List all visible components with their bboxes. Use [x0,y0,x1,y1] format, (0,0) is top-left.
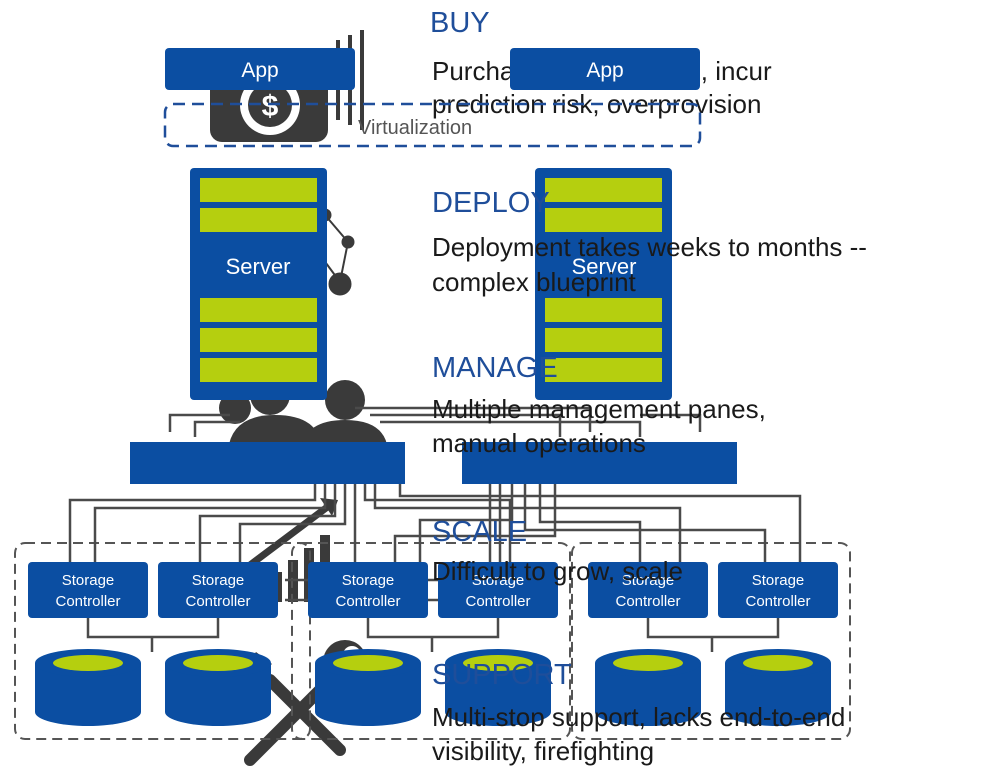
storage-controller-label-line1: Storage [472,572,525,589]
storage-controller-label-line2: Controller [465,593,530,610]
network-switch-right [462,442,737,484]
server-left: Server [190,168,327,400]
svg-text:$: $ [262,90,279,123]
stage-desc-scale-line1: Difficult to grow, scale [432,556,683,586]
app-label: App [241,59,278,82]
storage-controller-label-line2: Controller [615,593,680,610]
storage-controller-1: Storage Controller [28,562,148,618]
stage-desc-deploy-line1: Deployment takes weeks to months -- [432,232,867,262]
stage-desc-support-line2: visibility, firefighting [432,736,654,766]
storage-controller-5: Storage Controller [588,562,708,618]
storage-group-1 [14,542,311,740]
disk-3 [315,649,421,726]
app-label: App [586,59,623,82]
storage-controller-3: Storage Controller [308,562,428,618]
storage-controller-label-line2: Controller [185,593,250,610]
app-box-left: App [165,48,355,90]
virtualization-label: Virtualization [358,117,472,139]
stage-heading-scale: SCALE [432,516,527,548]
stage-desc-manage-line1: Multiple management panes, [432,394,766,424]
disk-2 [165,649,271,726]
server-right: Server [535,168,672,400]
stage-desc-support-line1: Multi-stop support, lacks end-to-end [432,702,845,732]
storage-group-3 [571,542,851,740]
connection-wires [68,406,802,652]
stage-heading-manage: MANAGE [432,352,558,384]
stage-heading-support: SUPPORT [432,659,572,691]
storage-controller-2: Storage Controller [158,562,278,618]
storage-controller-label-line1: Storage [752,572,805,589]
storage-controller-4: Storage Controller [438,562,558,618]
network-switch-left [130,442,405,484]
storage-controller-label-line2: Controller [55,593,120,610]
disk-6 [725,649,831,726]
storage-controller-label-line1: Storage [62,572,115,589]
server-label: Server [572,254,637,279]
disk-4 [445,649,551,726]
storage-controller-label-line2: Controller [335,593,400,610]
storage-controller-label-line1: Storage [342,572,395,589]
app-box-right: App [510,48,700,90]
server-label: Server [226,254,291,279]
disk-5 [595,649,701,726]
stage-desc-deploy-line2: complex blueprint [432,267,637,297]
storage-controller-label-line2: Controller [745,593,810,610]
stage-heading-deploy: DEPLOY [432,187,550,219]
disk-1 [35,649,141,726]
storage-controller-label-line1: Storage [192,572,245,589]
stage-heading-buy: BUY [430,7,490,39]
stage-desc-manage-line2: manual operations [432,428,646,458]
storage-controller-label-line1: Storage [622,572,675,589]
storage-controller-6: Storage Controller [718,562,838,618]
storage-group-2 [291,542,571,740]
